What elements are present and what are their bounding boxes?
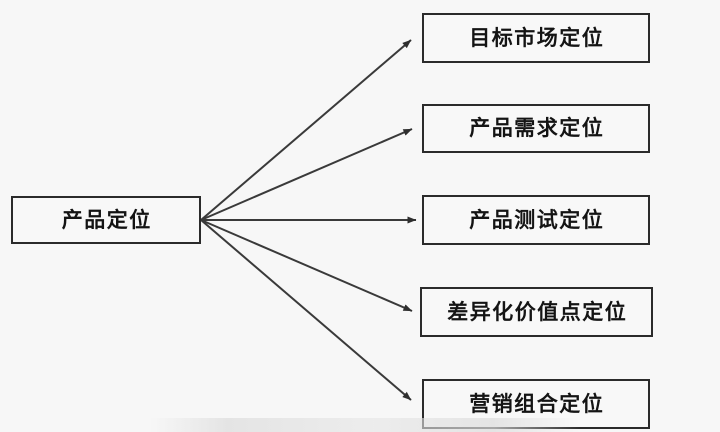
node-product-demand-positioning: 产品需求定位 <box>422 104 650 153</box>
node-leaf-3-label: 差异化价值点定位 <box>447 299 628 324</box>
node-leaf-0-label: 目标市场定位 <box>469 25 605 50</box>
arrow-to-leaf-4 <box>200 219 412 401</box>
node-leaf-2-label: 产品测试定位 <box>469 207 605 232</box>
arrow-to-leaf-1 <box>200 128 413 221</box>
node-target-market-positioning: 目标市场定位 <box>422 13 650 63</box>
node-product-test-positioning: 产品测试定位 <box>422 195 650 245</box>
node-leaf-1-label: 产品需求定位 <box>469 116 605 140</box>
node-root: 产品定位 <box>11 196 201 244</box>
arrow-to-leaf-3 <box>200 219 413 312</box>
node-leaf-4-label: 营销组合定位 <box>469 391 605 416</box>
node-root-label: 产品定位 <box>61 207 152 232</box>
node-differentiated-value-point-positioning: 差异化价值点定位 <box>420 287 653 337</box>
arrow-to-leaf-0 <box>200 39 412 221</box>
node-marketing-mix-positioning: 营销组合定位 <box>422 379 650 429</box>
